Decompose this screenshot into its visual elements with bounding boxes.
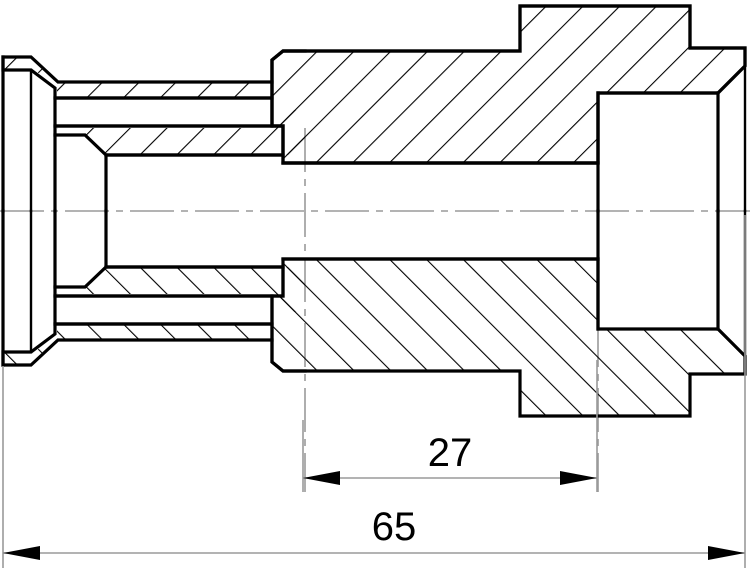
lower-bore-line (104, 257, 600, 269)
dimension-27: 27 (302, 360, 598, 492)
dim-27-arrow-left (303, 471, 340, 485)
left-end-face-lower (1, 209, 57, 367)
dim-65-label: 65 (372, 505, 417, 549)
lower-barb-groove (53, 294, 274, 326)
upper-body-outline-stroke (270, 4, 747, 165)
dim-65-arrow-left (3, 546, 40, 560)
dimension-65: 65 (2, 215, 746, 568)
upper-body-hatch (272, 6, 745, 163)
socket-chamfer-upper (596, 64, 747, 213)
left-end-face (1, 55, 57, 213)
lower-half-mirror (1, 209, 747, 418)
lower-body-hatch (272, 259, 745, 416)
upper-bore-line (104, 153, 600, 165)
dim-27-arrow-right (560, 471, 597, 485)
upper-barb-groove (53, 96, 274, 128)
lower-body-outline-stroke (270, 257, 747, 418)
dim-27-label: 27 (428, 431, 473, 475)
dim-65-arrow-right (708, 546, 745, 560)
